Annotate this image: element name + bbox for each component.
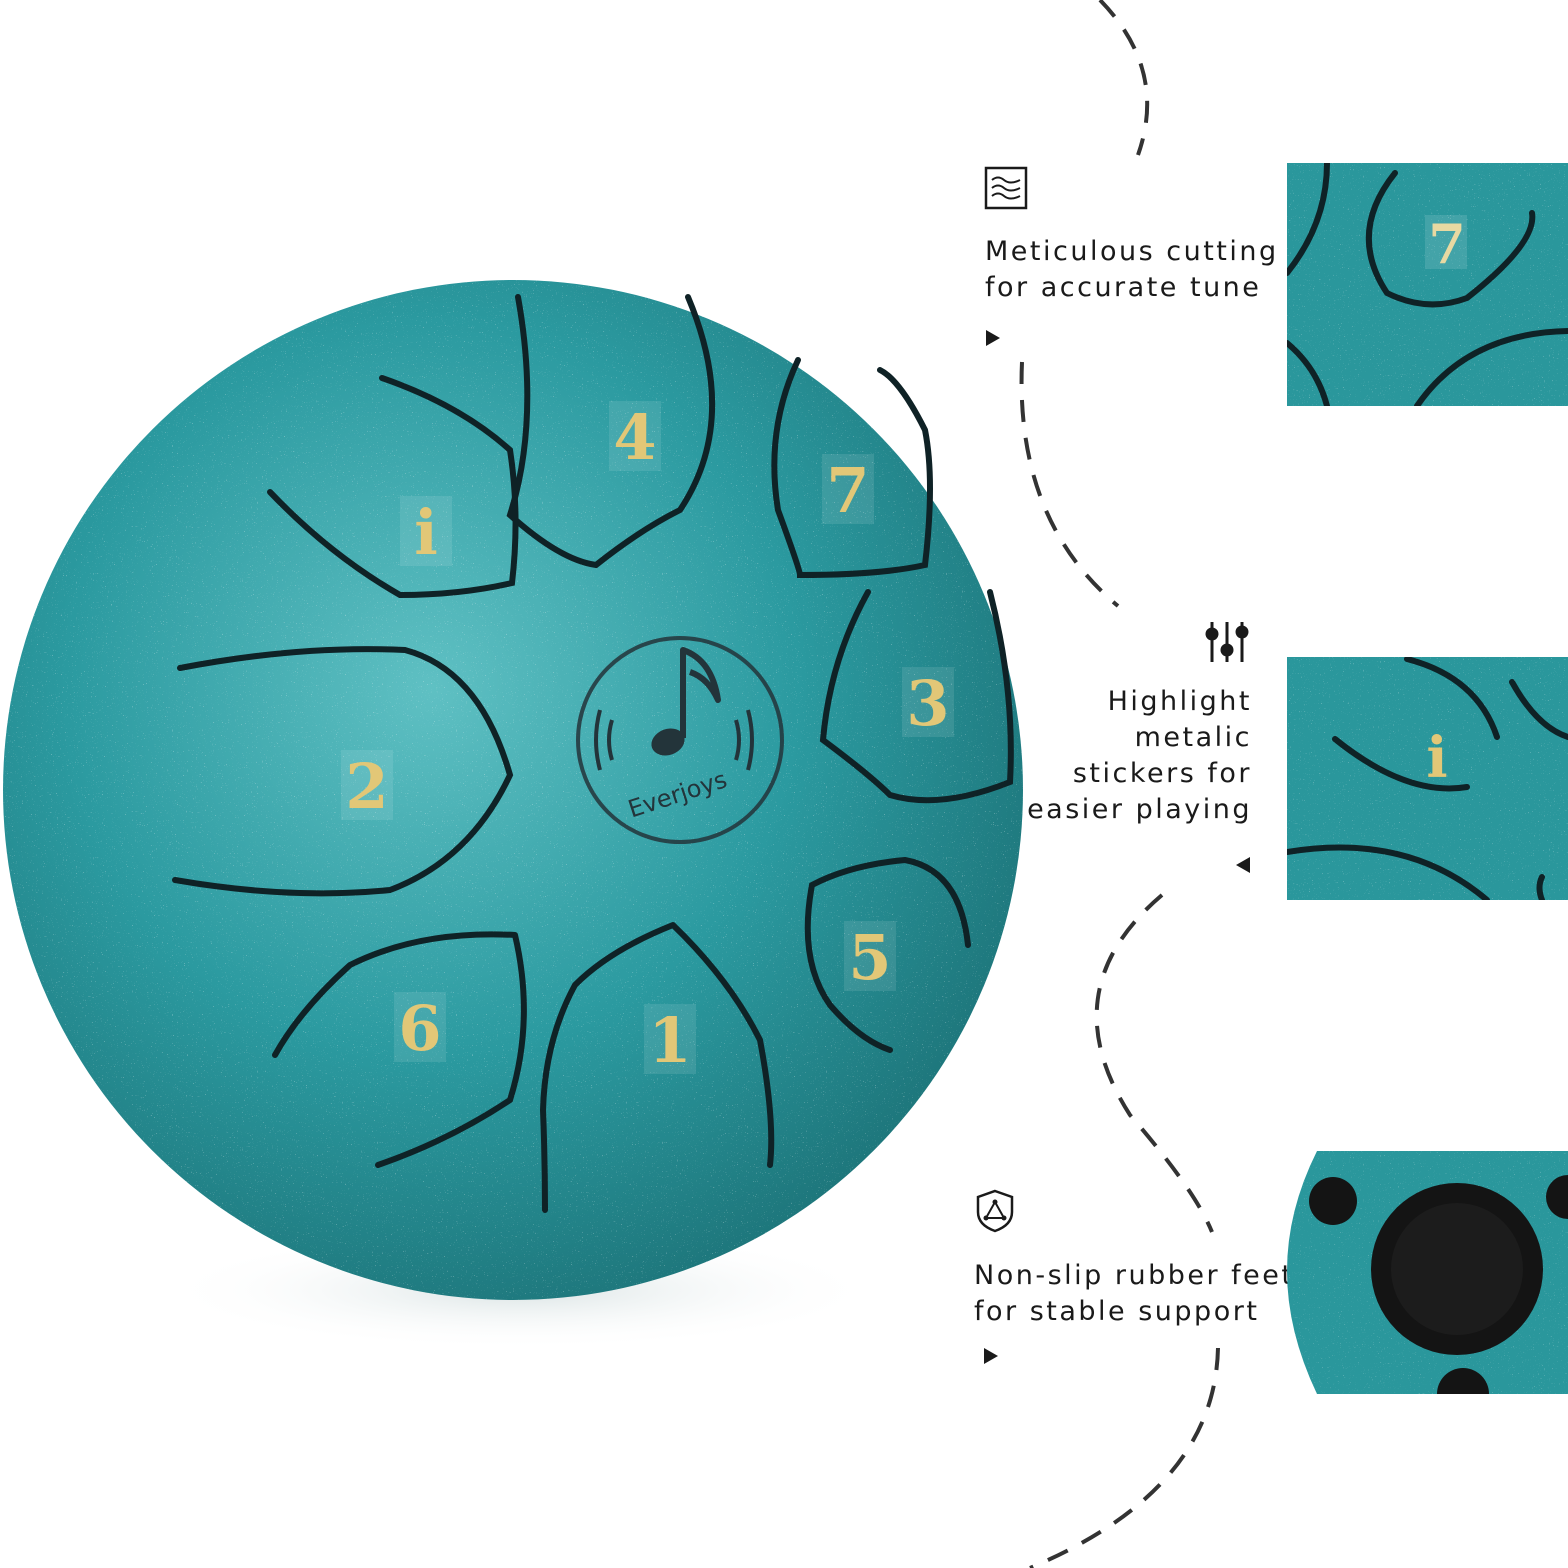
rubber-feet-closeup-image bbox=[1287, 1151, 1568, 1394]
tongue-stickers: 4 7 3 5 1 6 2 i bbox=[341, 401, 954, 1077]
tongue-slots bbox=[172, 294, 1014, 1213]
tongue-slot bbox=[804, 856, 971, 1053]
sticker-backing bbox=[644, 1004, 696, 1074]
tongue-number: 6 bbox=[398, 992, 441, 1065]
tongue-slot bbox=[272, 931, 527, 1168]
feature-line: stickers for bbox=[1072, 758, 1252, 789]
tongue-slot bbox=[539, 922, 775, 1213]
feature-line: for accurate tune bbox=[985, 272, 1262, 303]
tongue-number: 3 bbox=[906, 667, 949, 740]
rubber-foot bbox=[1546, 1175, 1568, 1219]
rubber-foot bbox=[1309, 1177, 1357, 1225]
tongue-slot bbox=[819, 589, 1014, 804]
connector-top bbox=[1098, 0, 1150, 156]
tongue-number: 4 bbox=[613, 401, 656, 474]
sticker-backing bbox=[609, 401, 661, 471]
arrow-right-icon bbox=[984, 1348, 998, 1364]
sticker-closeup-image: i bbox=[1287, 657, 1568, 900]
sliders-icon bbox=[1205, 622, 1249, 662]
tongue-number: 2 bbox=[345, 750, 388, 823]
tongue-number: 7 bbox=[826, 454, 869, 527]
cutting-closeup-image: 7 bbox=[1287, 163, 1568, 406]
sticker-backing bbox=[400, 496, 452, 566]
feature-line: Non-slip rubber feet bbox=[974, 1260, 1295, 1291]
sticker-backing bbox=[844, 921, 896, 991]
sticker-backing bbox=[822, 454, 874, 524]
sticker-backing bbox=[341, 750, 393, 820]
arrow-right-icon bbox=[986, 330, 1000, 346]
connector-bottom bbox=[1029, 1347, 1220, 1568]
feature-line: metalic bbox=[1134, 722, 1252, 753]
closeup-number: i bbox=[1426, 725, 1447, 791]
feature-feet-label: Non-slip rubber feet for stable support bbox=[974, 1258, 1294, 1330]
tongue-slot bbox=[172, 646, 514, 897]
rubber-foot bbox=[1437, 1368, 1489, 1394]
tongue-number: 5 bbox=[848, 921, 891, 994]
connector-upper bbox=[1019, 361, 1120, 608]
arrow-left-icon bbox=[1236, 857, 1250, 873]
music-note-icon bbox=[651, 728, 685, 756]
feature-line: easier playing bbox=[1027, 794, 1252, 825]
connector-middle bbox=[1094, 893, 1214, 1233]
sticker-backing bbox=[394, 992, 446, 1062]
feature-line: Meticulous cutting bbox=[985, 236, 1279, 267]
tongue-slot bbox=[267, 375, 519, 599]
tongue-number: i bbox=[414, 496, 438, 569]
tongue-slot bbox=[771, 357, 933, 579]
sticker-backing bbox=[902, 667, 954, 737]
feature-cutting-label: Meticulous cutting for accurate tune bbox=[985, 234, 1279, 306]
waves-icon bbox=[984, 166, 1028, 210]
feature-stickers-label: Highlight metalic stickers for easier pl… bbox=[1027, 684, 1252, 828]
feature-line: for stable support bbox=[974, 1296, 1260, 1327]
feature-line: Highlight bbox=[1107, 686, 1252, 717]
tongue-slot bbox=[506, 294, 716, 569]
tongue-number: 1 bbox=[648, 1004, 691, 1077]
closeup-number: 7 bbox=[1428, 212, 1466, 276]
shield-icon bbox=[976, 1189, 1014, 1233]
music-note-stem bbox=[680, 647, 721, 738]
